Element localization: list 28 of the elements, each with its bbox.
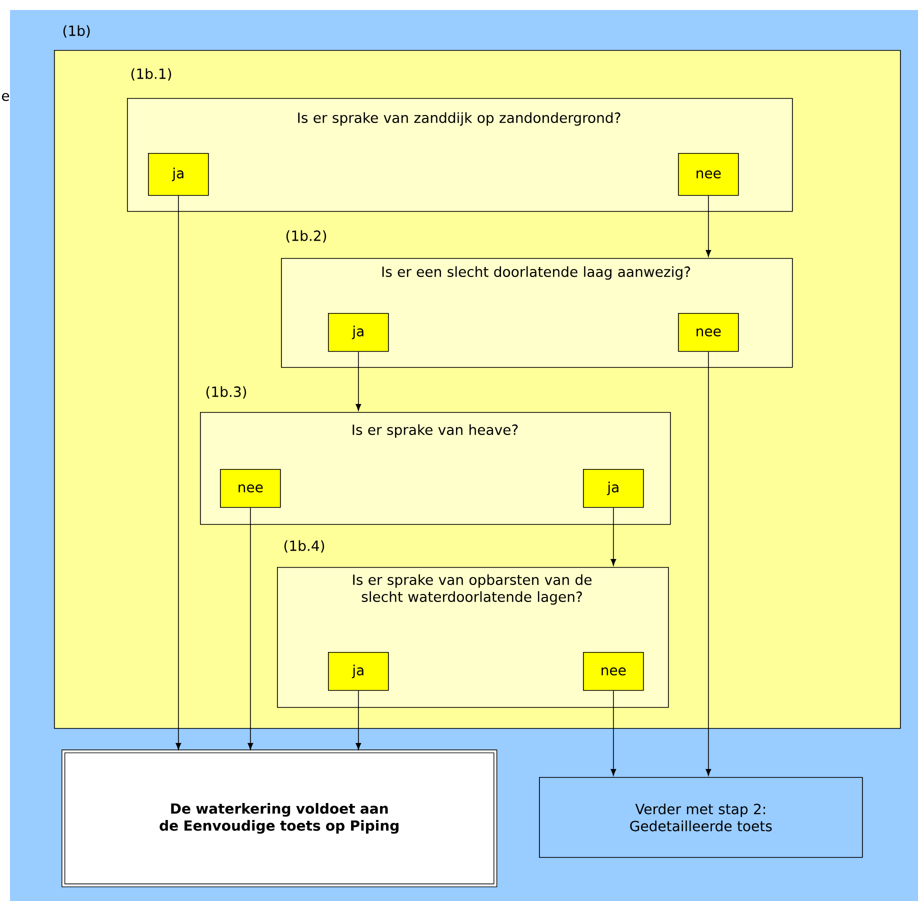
arrow <box>356 690 362 750</box>
step-number: (1b.1) <box>131 68 172 81</box>
question-text: Is er sprake van zanddijk op zandondergrond? <box>298 112 620 126</box>
question-text: Is er een slecht doorlatende laag aanwezig? <box>382 266 690 280</box>
step-number: (1b.3) <box>206 386 246 399</box>
step-number: (1b.2) <box>286 230 326 243</box>
arrow <box>610 507 616 566</box>
answer-box: ja <box>328 652 389 691</box>
answer-box: nee <box>678 313 739 352</box>
arrow <box>248 507 254 750</box>
cut-text: e <box>2 92 10 102</box>
answer-box: ja <box>328 313 389 352</box>
arrow <box>706 195 712 257</box>
question-text: Is er sprake van heave? <box>352 424 518 438</box>
step-number: (1b.4) <box>284 540 324 553</box>
answer-box: ja <box>583 469 644 508</box>
arrow <box>706 351 712 776</box>
answer-box: nee <box>583 652 644 691</box>
answer-box: ja <box>148 153 209 196</box>
question-text: Is er sprake van opbarsten van de slecht waterdoorlatende lagen? <box>353 574 592 605</box>
arrow <box>176 195 182 750</box>
arrow <box>610 690 616 776</box>
answer-box: nee <box>220 469 281 508</box>
step-number: (1b) <box>63 25 90 38</box>
arrow <box>356 351 362 411</box>
next-step-box: Verder met stap 2: Gedetailleerde toets <box>539 777 863 858</box>
answer-box: nee <box>678 153 739 196</box>
result-box: De waterkering voldoet aan de Eenvoudige toets op Piping <box>62 750 498 888</box>
